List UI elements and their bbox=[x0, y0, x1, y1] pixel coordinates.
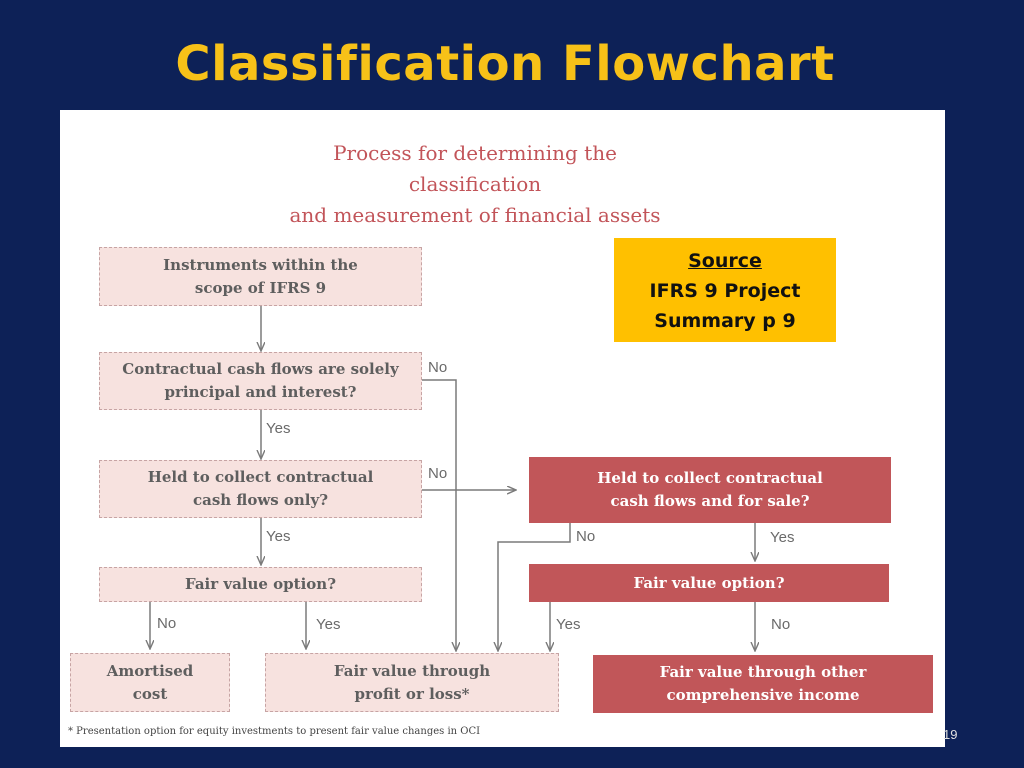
diagram-title-line2: and measurement of financial assets bbox=[289, 203, 661, 227]
label-yes-collect-sell: Yes bbox=[770, 529, 795, 546]
flowchart-panel: Process for determining the classificati… bbox=[60, 110, 945, 747]
label-yes-held: Yes bbox=[266, 528, 291, 545]
diagram-title-line1: Process for determining the classificati… bbox=[333, 141, 617, 196]
source-line2: Summary p 9 bbox=[654, 310, 796, 332]
box-amortised-cost: Amortised cost bbox=[70, 653, 230, 712]
label-no-fvo-left: No bbox=[157, 615, 177, 632]
label-no-cashflows: No bbox=[428, 359, 448, 376]
label-no-held: No bbox=[428, 465, 448, 482]
box-instruments: Instruments within the scope of IFRS 9 bbox=[99, 247, 422, 306]
box-fair-value-option-right: Fair value option? bbox=[529, 564, 889, 602]
arrow-cashflows-no-to-fvtpl bbox=[422, 379, 456, 650]
box-fair-value-option-left: Fair value option? bbox=[99, 567, 422, 602]
box-held-to-collect: Held to collect contractual cash flows o… bbox=[99, 460, 422, 518]
page-number: 19 bbox=[943, 727, 958, 742]
label-no-fvo-right: No bbox=[771, 616, 791, 633]
source-line1: IFRS 9 Project bbox=[649, 280, 801, 302]
flow-arrows bbox=[60, 306, 945, 747]
slide-title: Classification Flowchart bbox=[175, 36, 835, 92]
footnote: * Presentation option for equity investm… bbox=[68, 726, 481, 737]
box-cash-flows-test: Contractual cash flows are solely princi… bbox=[99, 352, 422, 410]
source-heading: Source bbox=[688, 250, 762, 272]
box-fvtpl: Fair value through profit or loss* bbox=[265, 653, 559, 712]
box-held-to-collect-and-sell: Held to collect contractual cash flows a… bbox=[529, 457, 891, 523]
label-yes-fvo-left: Yes bbox=[316, 616, 341, 633]
diagram-title: Process for determining the classificati… bbox=[265, 138, 685, 231]
source-note: Source IFRS 9 Project Summary p 9 bbox=[614, 238, 836, 342]
label-no-collect-sell: No bbox=[576, 528, 596, 545]
box-fvoci: Fair value through other comprehensive i… bbox=[593, 655, 933, 713]
arrow-collect-sell-no-to-fvtpl bbox=[498, 523, 571, 650]
label-yes-fvo-right: Yes bbox=[556, 616, 581, 633]
label-yes-cashflows: Yes bbox=[266, 420, 291, 437]
